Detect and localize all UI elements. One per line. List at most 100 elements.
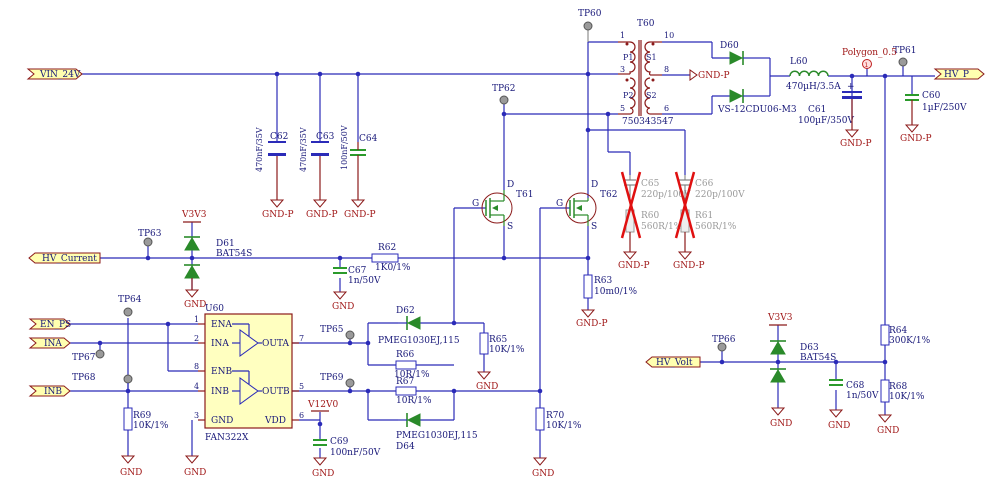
r63-value: 10m0/1%	[594, 287, 637, 297]
resistor-r64: R64 300K/1%	[880, 324, 931, 346]
c68-value: 1n/50V	[846, 391, 879, 401]
t60-pin-8: 8	[664, 65, 669, 74]
c68-ref: C68	[846, 381, 865, 391]
port-vin-label: VIN_24V	[39, 70, 81, 80]
d64-ref: D64	[396, 442, 415, 452]
polygon-label: Polygon_0.5	[842, 48, 897, 58]
d61-supply: V3V3	[181, 210, 207, 220]
r65-ref: R65	[489, 335, 508, 345]
c69-value: 100nF/50V	[330, 448, 381, 458]
capacitor-c61: + C61 100µF/350V	[798, 82, 862, 126]
ground-u60: GND	[184, 455, 206, 478]
tp62-label: TP62	[492, 84, 516, 94]
c61-ref: C61	[808, 105, 826, 115]
l60-value: 470µH/3.5A	[786, 82, 841, 92]
u60-part: FAN322X	[205, 433, 249, 443]
r61-ref: R61	[695, 211, 713, 221]
r64-ref: R64	[889, 326, 908, 336]
r66-value: 10R/1%	[394, 370, 430, 380]
polygon-marker: 1 Polygon_0.5	[842, 48, 897, 69]
r60-value: 560R/1%	[641, 222, 683, 232]
diode-d63: V3V3 D63 BAT54S GND	[767, 313, 836, 429]
t60-p1: P1	[623, 53, 633, 62]
r69-value: 10K/1%	[133, 421, 169, 431]
supply-v12v0: V12V0	[299, 400, 338, 421]
r65-value: 10K/1%	[489, 345, 525, 355]
u60-ref: U60	[205, 304, 224, 314]
snubber-c65-r60: C65 220p/100V R60 560R/1% GND-P	[618, 171, 691, 271]
capacitor-c68: C68 1n/50V GND	[828, 379, 879, 431]
ground-c61: GND-P	[840, 99, 872, 149]
diode-d60: D60 VS-12CDU06-M3	[717, 41, 797, 115]
r66-ref: R66	[396, 350, 415, 360]
capacitor-c63: C63 470nF/35V GND-P	[299, 127, 338, 220]
testpoint-tp60: TP60	[578, 9, 602, 42]
d63-gnd: GND	[770, 419, 792, 429]
u60-vdd: VDD	[264, 416, 286, 426]
port-hv-p: HV_P	[933, 68, 985, 80]
transformer-t60: T60 750343547 P1 P2 S1 S2 1 3 5 10 8 6	[618, 19, 674, 127]
c62-ref: C62	[270, 132, 288, 142]
c67-gnd: GND	[332, 302, 354, 312]
r70-ref: R70	[546, 411, 565, 421]
r68-ref: R68	[889, 382, 908, 392]
d63-supply: V3V3	[767, 313, 793, 323]
u60-gnd: GND	[211, 416, 233, 426]
t60-s2: S2	[646, 91, 657, 100]
t60-pin-3: 3	[620, 65, 625, 74]
t60-ref: T60	[637, 19, 655, 29]
c60-value: 1µF/250V	[922, 103, 967, 113]
u60-ina: INA	[211, 339, 229, 349]
t62-ref: T62	[600, 190, 617, 200]
d64-part: PMEG1030EJ,115	[396, 431, 478, 441]
testpoint-tp65: TP65	[320, 325, 355, 340]
c66-ref: C66	[695, 179, 714, 189]
tp69-label: TP69	[320, 373, 344, 383]
tp68-label: TP68	[72, 373, 96, 383]
testpoint-tp66: TP66	[712, 335, 736, 352]
u60-pin-3: 3	[194, 411, 199, 420]
resistor-r65: R65 10K/1% GND	[476, 332, 525, 392]
testpoint-tp63: TP63	[138, 229, 162, 247]
c60-gnd: GND-P	[900, 134, 932, 144]
r67-value: 10R/1%	[396, 396, 432, 406]
r69-ref: R69	[133, 411, 152, 421]
d61-part: BAT54S	[216, 249, 252, 259]
c63-value: 470nF/35V	[299, 127, 308, 172]
d61-gnd: GND	[184, 300, 206, 310]
testpoint-tp69: TP69	[320, 373, 355, 388]
port-ina-label: INA	[44, 339, 62, 349]
t61-d: D	[507, 180, 514, 190]
tp65-label: TP65	[320, 325, 344, 335]
t61-g: G	[472, 199, 479, 209]
snubber1-gnd: GND-P	[618, 261, 650, 271]
d60-ref: D60	[720, 41, 739, 51]
u60-pin-7: 7	[299, 334, 304, 343]
testpoint-tp62: TP62	[492, 84, 516, 105]
d62-part: PMEG1030EJ,115	[378, 336, 460, 346]
t60-pin-10: 10	[664, 31, 674, 40]
testpoint-tp67: TP67	[72, 349, 105, 363]
t60-pin-6: 6	[664, 104, 669, 113]
t60-p2: P2	[623, 91, 633, 100]
c65-value: 220p/100V	[641, 190, 691, 200]
t61-s: S	[507, 222, 513, 232]
c67-ref: C67	[348, 266, 367, 276]
gnd-p-label: GND-P	[840, 139, 872, 149]
u60-outb: OUTB	[262, 387, 290, 397]
u60-pin-4: 4	[194, 382, 199, 391]
c66-value: 220p/100V	[695, 190, 745, 200]
c69-ref: C69	[330, 437, 349, 447]
wires	[70, 41, 935, 458]
l60-ref: L60	[790, 57, 808, 67]
port-vin: VIN_24V	[26, 68, 83, 80]
u60-pin-5: 5	[299, 382, 304, 391]
c64-gnd: GND-P	[344, 210, 376, 220]
c62-gnd: GND-P	[262, 210, 294, 220]
resistor-r63: R63 10m0/1% GND-P	[576, 274, 637, 329]
junction-dots	[97, 71, 888, 427]
port-hv-volt-label: HV_Volt	[656, 358, 693, 368]
resistor-r66: R66 10R/1%	[394, 350, 430, 380]
c65-ref: C65	[641, 179, 660, 189]
r65-gnd: GND	[476, 382, 498, 392]
